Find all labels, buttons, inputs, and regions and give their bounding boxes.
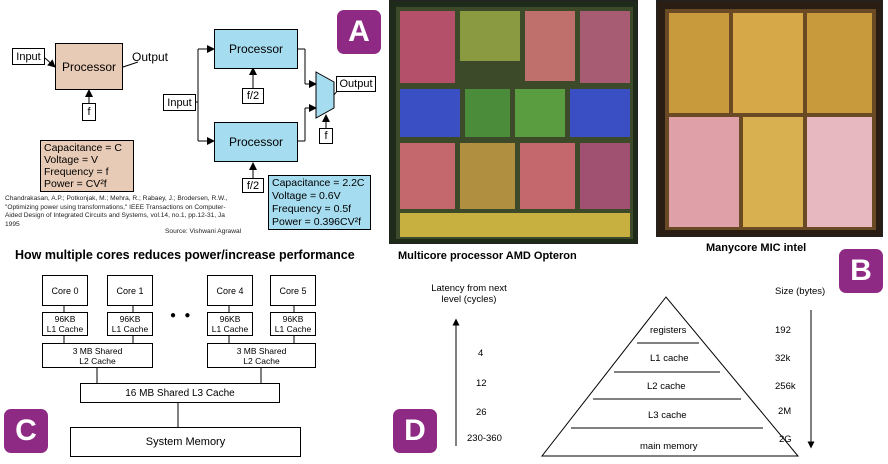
level-l2: L2 cache: [647, 381, 686, 392]
latency-header-line: Latency from next: [431, 283, 507, 294]
freq-label-bottom: f/2: [242, 178, 264, 193]
size-header: Size (bytes): [775, 286, 826, 297]
panel-tag-b: B: [839, 249, 883, 293]
freq-label-single: f: [82, 103, 96, 121]
level-l3: L3 cache: [648, 410, 687, 421]
l1-size: 96KB: [54, 314, 76, 324]
param-frequency-dual: Frequency = 0.5f: [272, 203, 352, 215]
processor-single: Processor: [55, 43, 123, 90]
caption-mic: Manycore MIC intel: [706, 242, 807, 254]
latency-header: Latency from next level (cycles): [425, 283, 513, 305]
param-voltage-dual: Voltage = 0.6V: [272, 190, 341, 202]
mux-freq-label: f: [319, 128, 333, 144]
output-label-single: Output: [131, 50, 169, 64]
l1-cache-box: 96KB L1 Cache: [207, 312, 253, 336]
input-label-dual: Input: [163, 94, 196, 111]
l1-cache-box: 96KB L1 Cache: [270, 312, 316, 336]
input-label-single: Input: [12, 48, 45, 65]
panel-tag-d: D: [393, 409, 437, 453]
opteron-die-pattern: [396, 7, 633, 239]
latency-header-line: level (cycles): [441, 294, 497, 305]
latency-l3: 26: [476, 407, 487, 418]
core-box: Core 0: [42, 275, 88, 306]
dual-params-box: Capacitance = 2.2C Voltage = 0.6V Freque…: [268, 175, 371, 230]
size-registers: 192: [775, 325, 791, 336]
citation-line: Aided Design of Integrated Circuits and …: [5, 212, 225, 220]
param-capacitance-dual: Capacitance = 2.2C: [272, 177, 365, 189]
l1-cache-box: 96KB L1 Cache: [107, 312, 153, 336]
ellipsis-dots: ● ●: [170, 310, 191, 321]
intel-mic-die-image: [656, 0, 883, 237]
single-params-box: Capacitance = C Voltage = V Frequency = …: [40, 140, 134, 192]
latency-l2: 12: [476, 378, 487, 389]
processor-bottom: Processor: [214, 122, 298, 162]
l2-cache-box: 3 MB Shared L2 Cache: [207, 343, 316, 368]
param-power: Power = CV²f: [44, 178, 107, 190]
param-power-dual: Power = 0.396CV²f: [272, 216, 362, 228]
l1-cache-box: 96KB L1 Cache: [42, 312, 88, 336]
citation-source: Source: Vishwani Agrawal: [165, 228, 242, 235]
citation-line: "Optimizing power using transformations,…: [5, 203, 226, 211]
l1-size: 96KB: [219, 314, 241, 324]
output-label-dual: Output: [336, 76, 376, 92]
freq-label-top: f/2: [242, 88, 264, 104]
size-l3: 2M: [778, 406, 792, 417]
caption-opteron: Multicore processor AMD Opteron: [398, 250, 577, 262]
l1-label: L1 Cache: [46, 324, 84, 334]
core-box: Core 5: [270, 275, 316, 306]
l1-size: 96KB: [282, 314, 304, 324]
pyramid-outline: [540, 296, 800, 457]
core-box: Core 1: [107, 275, 153, 306]
core-box: Core 4: [207, 275, 253, 306]
panel-tag-a: A: [337, 10, 381, 54]
size-l2: 256k: [775, 381, 796, 392]
panel-tag-c: C: [4, 409, 48, 453]
l2-label: L2 Cache: [243, 355, 280, 366]
panel-c-title: How multiple cores reduces power/increas…: [15, 248, 355, 262]
amd-opteron-die-image: [389, 0, 638, 244]
multiplexer-shape: [315, 71, 335, 119]
size-l1: 32k: [775, 353, 791, 364]
latency-main-memory: 230-360: [467, 433, 502, 444]
citation: Chandrakasan, A.P.; Potkonjak, M.; Mehra…: [5, 195, 267, 237]
mic-die-pattern: [665, 9, 876, 230]
latency-l1: 4: [478, 348, 484, 359]
level-registers: registers: [650, 325, 687, 336]
l1-label: L1 Cache: [211, 324, 249, 334]
l1-size: 96KB: [119, 314, 141, 324]
l2-cache-box: 3 MB Shared L2 Cache: [42, 343, 153, 368]
l2-label: L2 Cache: [79, 355, 116, 366]
param-voltage: Voltage = V: [44, 154, 99, 166]
size-main-memory: 2G: [779, 434, 792, 445]
citation-line: Chandrakasan, A.P.; Potkonjak, M.; Mehra…: [5, 195, 228, 202]
l1-label: L1 Cache: [274, 324, 312, 334]
l2-size: 3 MB Shared: [236, 345, 287, 356]
level-l1: L1 cache: [650, 353, 689, 364]
citation-line: 1995: [5, 220, 20, 228]
processor-top: Processor: [214, 29, 298, 69]
l2-size: 3 MB Shared: [72, 345, 123, 356]
l1-label: L1 Cache: [111, 324, 149, 334]
param-frequency: Frequency = f: [44, 166, 109, 178]
level-main-memory: main memory: [640, 441, 698, 452]
l3-cache-box: 16 MB Shared L3 Cache: [80, 383, 280, 403]
param-capacitance: Capacitance = C: [44, 142, 122, 154]
system-memory-box: System Memory: [70, 427, 301, 457]
